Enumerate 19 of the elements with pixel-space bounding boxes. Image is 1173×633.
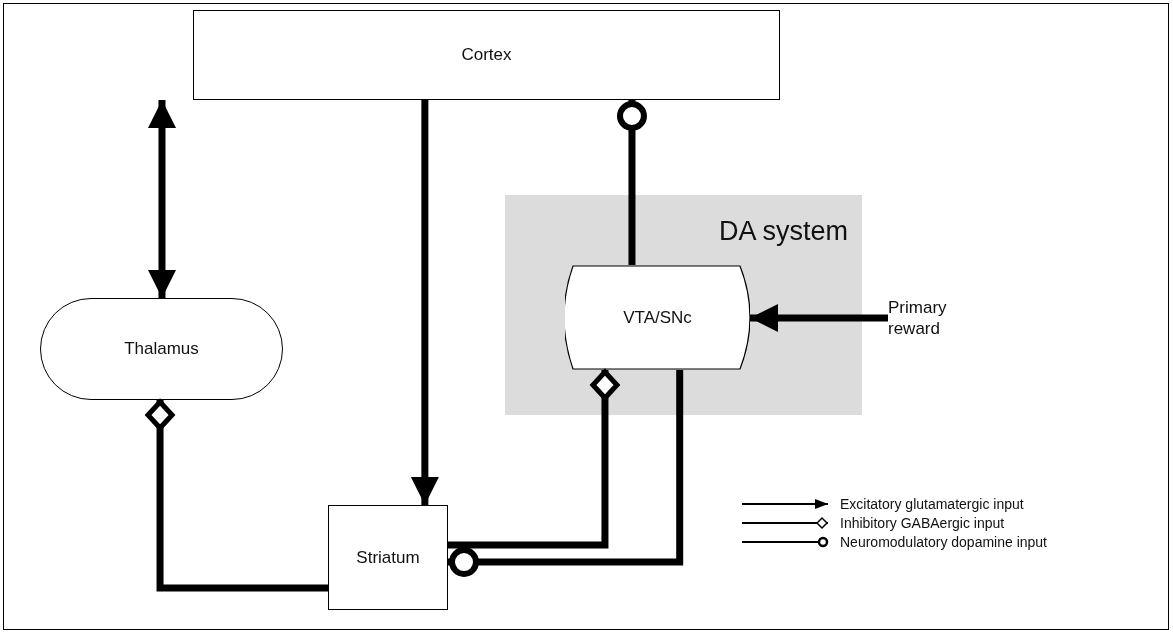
node-label: Striatum <box>356 546 420 569</box>
connector <box>750 304 888 332</box>
process-box <box>193 10 780 100</box>
legend-text: Neuromodulatory dopamine input <box>840 532 1047 552</box>
node-label: Cortex <box>461 44 512 66</box>
process-shape <box>565 265 750 370</box>
node-label: Primary reward <box>888 296 948 340</box>
connector <box>448 369 620 549</box>
node-label: VTA/SNc <box>623 306 692 329</box>
connector <box>448 370 684 577</box>
group-band <box>505 195 862 415</box>
legend-text: Excitatory glutamatergic input <box>840 494 1024 514</box>
node-label: Thalamus <box>124 338 199 360</box>
connector <box>616 100 647 265</box>
connector <box>410 100 439 505</box>
process-box <box>328 505 448 610</box>
group-title: DA system <box>718 215 848 248</box>
connector <box>145 399 328 592</box>
legend-text: Inhibitory GABAergic input <box>840 513 1005 533</box>
